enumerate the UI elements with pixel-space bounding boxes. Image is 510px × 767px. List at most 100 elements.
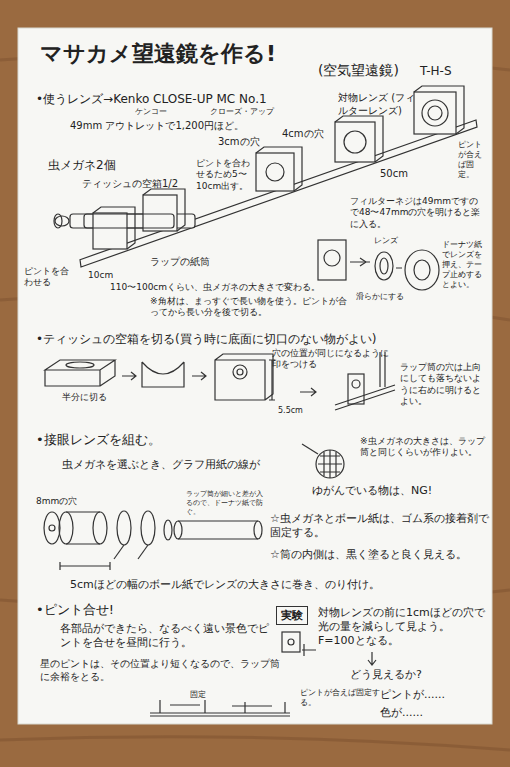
box-cutting-sketch [45,352,395,410]
boxed-tag: 実験 [276,606,308,625]
eyepiece-sketch-part [302,444,318,454]
note-text: クローズ・アップ [210,107,274,117]
box-cutting-sketch-part [352,380,360,388]
experiment-sketch-part [302,644,316,656]
note-text: ピントを合わせる [24,266,70,289]
note-text: 虫メガネを選ぶとき、グラフ用紙の線が [62,458,302,472]
eyepiece-sketch-part [49,525,55,531]
experiment-sketch-part [282,632,300,652]
note-text: ピントが合えば固定。 [458,140,488,180]
note-text: 50cm [380,168,408,181]
note-text: T-H-S [420,64,452,79]
telescope-sketch-part [93,213,127,249]
lens-mount-sketch-part [318,240,346,280]
eyepiece-sketch-part [318,450,342,478]
note-text: 49mm アウトレットで1,200円ほど。 [70,120,244,133]
eyepiece-sketch-part [114,545,124,559]
box-cutting-sketch-part [192,372,206,380]
box-cutting-sketch-part [348,374,364,404]
telescope-sketch-part [143,195,177,231]
telescope-sketch-part [414,86,464,134]
eyepiece-sketch-part [178,521,258,539]
note-text: 10cm [88,270,113,281]
note-text: ※虫メガネの大きさは、ラップ筒と同じくらいが作りよい。 [360,436,490,459]
note-text: 110〜100cmくらい、虫メガネの大きさで変わる。 [110,282,360,293]
eyepiece-sketch-part [60,562,110,570]
lens-mount-sketch-part [405,250,439,290]
box-cutting-sketch-part [233,365,247,379]
eyepiece-sketch-part [44,512,60,544]
telescope-sketch-part [335,116,383,162]
telescope-sketch-part [266,163,284,181]
note-text: (空気望遠鏡) [318,62,399,80]
focus-sketch [150,700,290,716]
lens-mount-sketch-part [360,258,366,266]
eyepiece-sketch-part [254,521,262,539]
note-text: 色が...... [380,706,423,720]
tag-text: 実験 [281,608,303,623]
telescope-sketch-part [344,131,366,153]
telescope-sketch-part [84,214,174,228]
telescope-sketch-part [143,189,185,231]
note-text: 8mmの穴 [36,496,77,507]
eyepiece-sketch-part [316,450,344,478]
box-cutting-sketch-part [335,385,395,410]
note-text: ケンコー [135,107,167,117]
note-text: 対物レンズ (フィルターレンズ) [338,92,418,117]
lens-mount-sketch [318,240,439,290]
eyepiece-sketch-part [117,511,131,545]
telescope-sketch-part [80,120,477,267]
lens-mount-sketch-part [350,262,402,268]
paper-sheet [18,28,492,724]
experiment-sketch-part [288,639,294,645]
note-text: 星のピントは、その位置より短くなるので、ラップ筒に余裕をとる。 [40,658,280,683]
wood-background-part [0,737,510,750]
box-cutting-sketch-part [215,354,273,400]
note-text: ※角材は、まっすぐで長い物を使う。ピントが合ってから長い分を後で切る。 [150,296,350,319]
note-text: ティッシュの空箱1/2 [82,178,178,191]
note-text: 穴の位置が同じになるように印をつける [272,348,392,371]
note-text: レンズ [374,236,398,246]
note-text: 各部品ができたら、なるべく遠い景色でピントを合せを昼間に行う。 [60,622,270,650]
eyepiece-sketch-part [59,512,73,544]
note-text: •接眼レンズを組む。 [36,432,161,448]
note-text: 滑らかにする [356,292,404,302]
note-text: 4cmの穴 [282,128,324,141]
note-text: ラップの紙筒 [150,256,210,269]
box-cutting-sketch-part [300,388,316,396]
note-text: 5cmほどの幅のボール紙でレンズの大きさに巻き、のり付け。 [70,578,490,592]
telescope-sketch-part [54,214,62,228]
note-text: ピントが...... [380,688,445,702]
note-text: ☆筒の内側は、黒く塗ると良く見える。 [270,548,490,562]
box-cutting-sketch-part [122,372,136,380]
note-text: 対物レンズの前に1cmほどの穴で光の量を減らして見よう。F=100となる。 [318,606,486,647]
box-cutting-sketch-part [142,362,184,387]
lens-mount-sketch-part [375,252,393,280]
telescope-sketch-part [414,92,456,134]
note-text: •ティッシュの空箱を切る(買う時に底面に切口のない物がよい) [36,332,486,347]
focus-sketch-part [160,700,285,713]
note-text: どう見えるか? [350,668,422,682]
eyepiece-sketch-part [164,520,172,540]
page-title: マサカメ望遠鏡を作る! [40,40,276,68]
note-text: ゆがんでいる物は、NG! [312,484,432,498]
note-text: 固定 [190,690,206,700]
telescope-sketch-part [256,153,294,191]
eyepiece-sketch-part [174,521,182,539]
note-text: ラップ筒が細いと差が入るので、ドーナツ紙で防ぐ。 [186,490,266,516]
note-text: 5.5cm [278,406,303,416]
note-text: ピントを合わせるため5〜10cm出す。 [196,158,256,192]
lens-mount-sketch-part [324,250,340,266]
eyepiece-sketch-part [141,511,155,545]
eyepiece-sketch-part [93,512,107,544]
experiment-sketch-part [368,652,376,665]
note-text: •使うレンズ→Kenko CLOSE-UP MC No.1 [36,92,267,107]
note-text: ☆虫メガネとボール紙は、ゴム系の接着剤で固定する。 [270,512,490,540]
lens-mount-sketch-part [414,260,430,280]
note-text: 虫メガネ2個 [48,158,116,173]
box-cutting-sketch-part [237,369,243,375]
box-cutting-sketch-part [45,360,115,386]
telescope-sketch-part [428,106,442,120]
note-text: ラップ筒の穴は上向にしても落ちないように右めに明けるとよい。 [400,362,488,407]
box-cutting-sketch-part [66,362,94,368]
